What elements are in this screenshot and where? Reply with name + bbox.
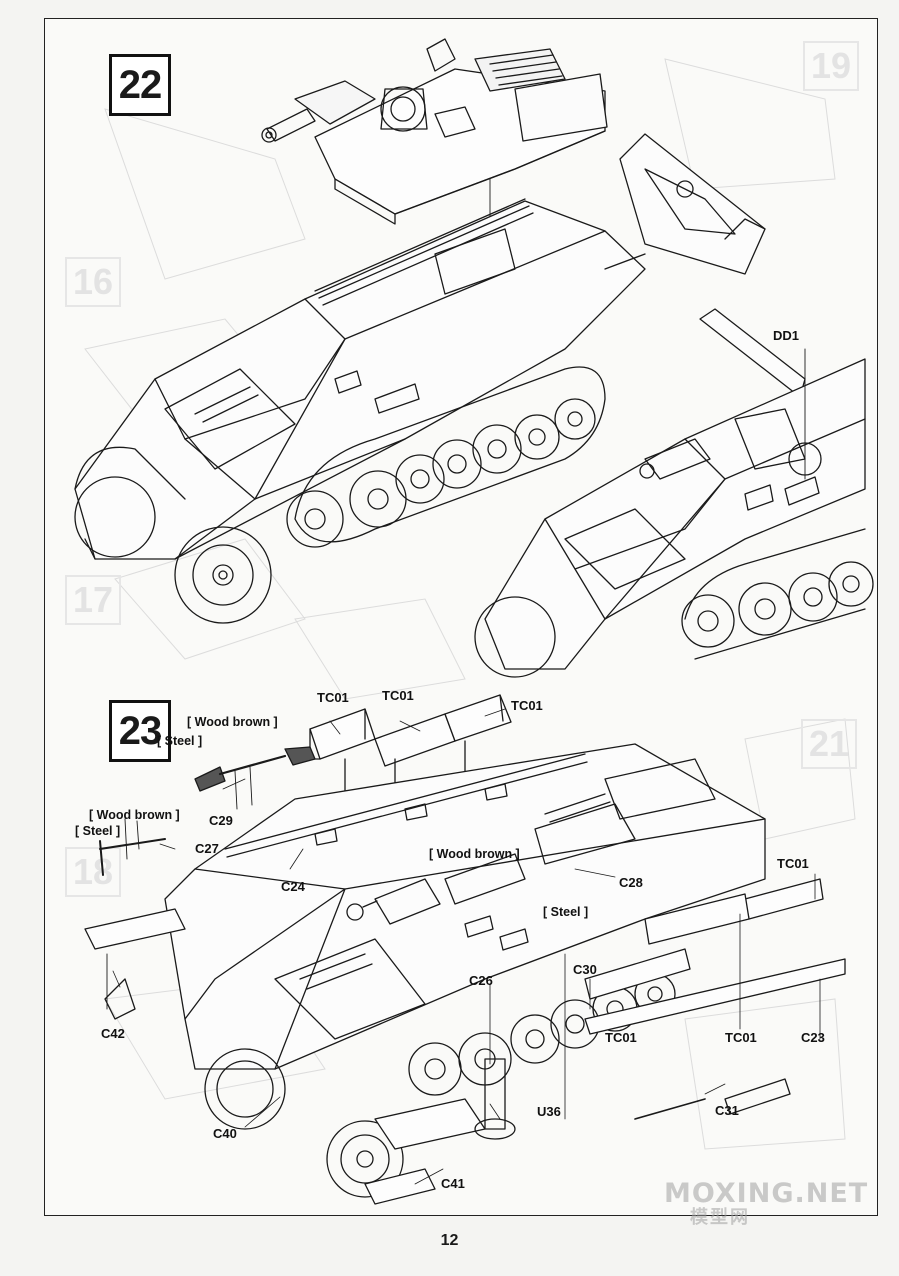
lower-brackets (84, 908, 516, 1205)
callout-tc01-middle: TC01 (382, 688, 414, 703)
hull-step23 (164, 743, 766, 1198)
paint-wood-brown-shovel: [ Wood brown ] (187, 715, 278, 729)
paint-wood-brown-c28: [ Wood brown ] (429, 847, 520, 861)
callout-c27: C27 (195, 841, 219, 856)
callout-c41: C41 (441, 1176, 465, 1191)
paint-steel-shovel: [ Steel ] (157, 734, 203, 748)
show-through-step-18: 18 (65, 847, 122, 897)
callout-c28: C28 (619, 875, 643, 890)
rear-door-panel (619, 133, 766, 275)
interior-tray-assembly (261, 38, 608, 310)
callout-c40: C40 (213, 1126, 237, 1141)
callout-dd1: DD1 (773, 328, 800, 343)
paint-steel-c30: [ Steel ] (543, 905, 589, 919)
callout-c24: C24 (281, 879, 305, 894)
instruction-page-frame: 19 16 17 21 18 (44, 18, 878, 1216)
side-boxes-and-fender (584, 878, 846, 1120)
callout-c42: C42 (101, 1026, 125, 1041)
watermark-text: MOXING.NET (664, 1178, 869, 1209)
show-through-step-19: 19 (803, 41, 860, 91)
callout-c29: C29 (209, 813, 233, 828)
tool-boxes-top (309, 694, 512, 800)
page-number: 12 (440, 1232, 459, 1249)
step-number-23: 23 (109, 700, 171, 762)
callout-tc01-lower: TC01 (605, 1030, 637, 1045)
show-through-step-21: 21 (801, 719, 858, 769)
paint-steel-pick: [ Steel ] (75, 824, 121, 838)
hull-step22 (74, 198, 646, 624)
tools-c29-c27 (99, 746, 316, 876)
watermark: MOXING.NET 模型网 (664, 1180, 867, 1228)
callout-c31: C31 (715, 1103, 739, 1118)
hull-step22-completed (474, 308, 874, 678)
show-through-step-17: 17 (65, 575, 122, 625)
watermark-chinese: 模型网 (690, 1207, 750, 1228)
callout-leaders (112, 708, 821, 1185)
callout-tc01-left: TC01 (317, 690, 349, 705)
callout-u36: U36 (537, 1104, 561, 1119)
callout-tc01-rear: TC01 (777, 856, 809, 871)
paint-wood-brown-pick: [ Wood brown ] (89, 808, 180, 822)
callout-c30: C30 (573, 962, 597, 977)
callout-tc01-side: TC01 (725, 1030, 757, 1045)
callout-tc01-right: TC01 (511, 698, 543, 713)
assembly-line-art (74, 38, 874, 1205)
callout-c23: C23 (801, 1030, 825, 1045)
show-through-step-16: 16 (65, 257, 122, 307)
callout-c26: C26 (469, 973, 493, 988)
step-number-22: 22 (109, 54, 171, 116)
